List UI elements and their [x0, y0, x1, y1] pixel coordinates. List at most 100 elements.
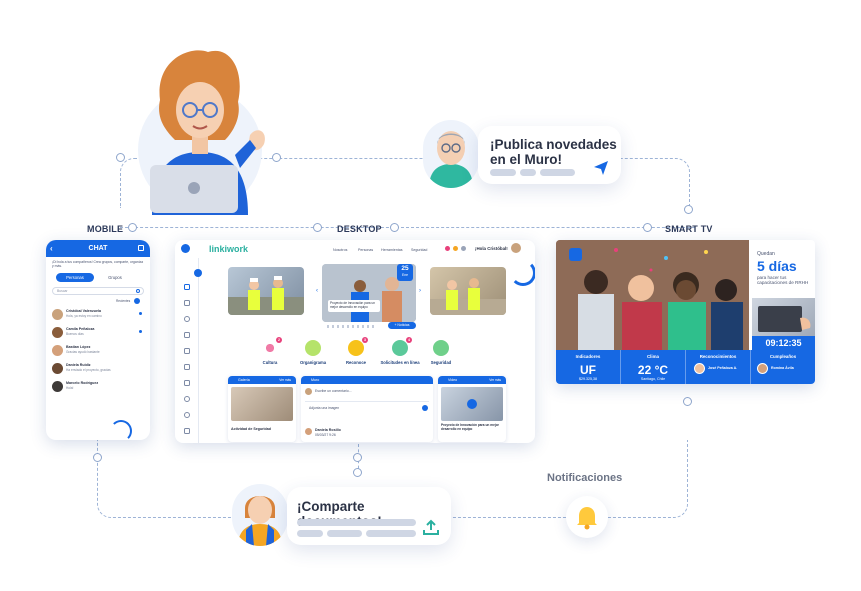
divider — [305, 401, 429, 402]
connector-middle — [120, 227, 695, 228]
tv-laptop-image — [752, 298, 815, 336]
muro-card-title-2: en el Muro! — [490, 152, 563, 167]
count-badge: 2 — [276, 337, 282, 343]
date-badge: 25 Ene — [397, 264, 413, 281]
tv-counter-sub: para hacer tus capacitaciones de RRHH — [757, 275, 809, 286]
panel-title: Video — [448, 378, 458, 382]
safety-icon — [433, 340, 449, 356]
back-icon[interactable]: ‹ — [50, 244, 53, 253]
filter-icon[interactable] — [134, 298, 140, 304]
tv-logo-icon — [569, 248, 582, 261]
category-solicitudes[interactable]: Solicitudes en línea — [380, 340, 420, 365]
video-caption: Proyecto de Innovación para un mejor des… — [441, 423, 499, 431]
connector-node — [353, 468, 362, 477]
list-item[interactable]: Camila Peñaloza Buenos días — [52, 326, 144, 341]
book-icon[interactable] — [184, 332, 190, 338]
unread-dot — [139, 330, 142, 333]
count-badge: 3 — [362, 337, 368, 343]
avatar — [52, 345, 63, 356]
mobile-label: MOBILE — [87, 224, 124, 234]
connector-node — [643, 223, 652, 232]
see-more-link[interactable]: Ver más — [279, 378, 291, 382]
home-icon[interactable] — [184, 284, 190, 290]
list-item[interactable]: Marcelo Rodríguez Hola! — [52, 380, 144, 395]
news-icon[interactable] — [184, 300, 190, 306]
tab-grupos[interactable]: Grupos — [108, 275, 122, 280]
chat-icon[interactable] — [453, 246, 458, 251]
shield-icon[interactable] — [184, 428, 190, 434]
tv-frame: Quedan 5 días para hacer tus capacitacio… — [556, 240, 815, 384]
star-icon[interactable] — [184, 396, 190, 402]
list-item[interactable]: Bastian López Gracias ayudó bastante — [52, 344, 144, 359]
connector-node — [313, 223, 322, 232]
chevron-right-icon[interactable]: › — [419, 288, 421, 294]
category-label: Organigrama — [299, 360, 327, 365]
carousel-image-right[interactable] — [430, 267, 506, 315]
bag-icon[interactable] — [184, 364, 190, 370]
comment-input[interactable]: Escribe un comentario... — [315, 389, 352, 393]
post-time: 05/03/27 9:26 — [315, 433, 336, 437]
connector-node — [683, 397, 692, 406]
settings-icon[interactable] — [461, 246, 466, 251]
woman-illustration — [130, 40, 280, 215]
org-chart-icon — [305, 340, 321, 356]
tv-info-bar: Indicadores UF $29.325,38 Clima 22 °C Sa… — [556, 350, 815, 384]
avatar — [52, 327, 63, 338]
video-icon[interactable] — [184, 348, 190, 354]
chevron-left-icon[interactable]: ‹ — [316, 288, 318, 294]
connector-node — [390, 223, 399, 232]
date-day: 25 — [401, 265, 409, 272]
text-placeholder-bar — [520, 169, 536, 176]
connector-node — [684, 205, 693, 214]
list-item[interactable]: Cristóbal Valenzuela Hola, ya estoy en c… — [52, 308, 144, 323]
tv-cell-label: Clima — [647, 354, 659, 359]
calendar-icon[interactable] — [184, 380, 190, 386]
category-label: Solicitudes en línea — [380, 360, 420, 365]
gallery-image[interactable] — [231, 387, 293, 421]
attach-image-link[interactable]: Adjunta una imagen — [309, 406, 340, 410]
medal-icon — [348, 340, 364, 356]
nav-item[interactable]: Nosotros — [333, 248, 348, 252]
category-organigrama[interactable]: Organigrama — [293, 340, 333, 365]
avatar[interactable] — [511, 243, 521, 253]
see-more-link[interactable]: Ver más — [489, 378, 501, 382]
tab-personas[interactable]: Personas — [56, 273, 94, 282]
video-thumbnail[interactable] — [441, 387, 503, 421]
carousel-dots[interactable] — [327, 325, 375, 328]
category-reconoce[interactable]: Reconoce — [336, 340, 376, 365]
nav-item[interactable]: Seguridad — [411, 248, 428, 252]
app-logo-icon — [181, 244, 190, 253]
nav-item[interactable]: Personas — [358, 248, 374, 252]
category-seguridad[interactable]: Seguridad — [421, 340, 461, 365]
people-icon[interactable] — [184, 316, 190, 322]
bell-icon[interactable] — [566, 496, 608, 538]
list-item[interactable]: Daniela Ruidiz Ha enviado el proyecto, g… — [52, 362, 144, 377]
nav-item[interactable]: Herramientas — [381, 248, 403, 252]
send-icon[interactable] — [592, 159, 610, 177]
notification-icon[interactable] — [445, 246, 450, 251]
home-icon[interactable] — [138, 245, 144, 251]
desktop-label: DESKTOP — [337, 224, 382, 234]
contact-name: Marcelo Rodríguez — [66, 381, 99, 385]
clock-icon[interactable] — [184, 412, 190, 418]
category-label: Seguridad — [430, 360, 452, 365]
news-button[interactable]: + Noticias — [388, 322, 416, 329]
connector-node — [353, 453, 362, 462]
send-icon[interactable] — [422, 405, 428, 411]
app-logo[interactable]: linkiwork — [209, 244, 249, 254]
text-placeholder-bar — [540, 169, 575, 176]
sidebar-toggle-icon[interactable] — [194, 269, 202, 277]
carousel-image-left[interactable] — [228, 267, 304, 315]
upload-icon[interactable] — [422, 518, 440, 536]
category-cultura[interactable]: Cultura — [250, 340, 290, 365]
date-month: Ene — [401, 273, 409, 277]
check-icon — [392, 340, 408, 356]
play-icon[interactable] — [467, 399, 477, 409]
search-input[interactable]: Buscar — [52, 287, 144, 295]
tv-cell-sub: Romina Ávila — [771, 366, 794, 370]
tv-cell-sub: Santiago, Chile — [640, 377, 666, 381]
mobile-frame: CHAT ‹ ¡Di hola a tus compañeros! Crea g… — [46, 240, 150, 440]
connector-node — [116, 153, 125, 162]
tv-photo — [556, 240, 749, 350]
